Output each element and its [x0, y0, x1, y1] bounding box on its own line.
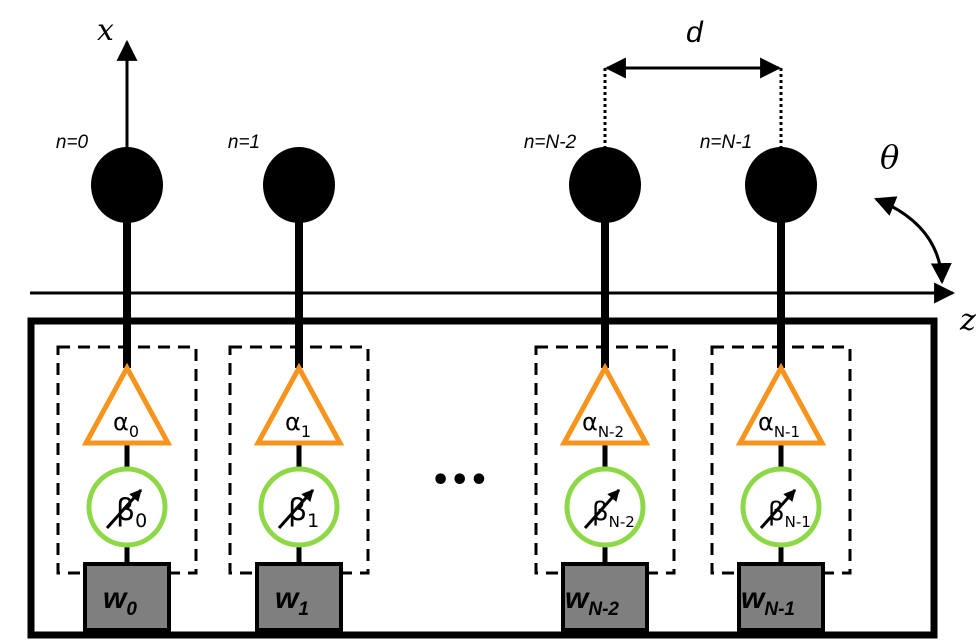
- amplifier-triangle-icon: [81, 362, 173, 446]
- array-element-2: n=N-2 αN-2 βN-2 wN-2: [524, 132, 676, 632]
- z-axis-label: z: [959, 303, 976, 338]
- weight-box: [737, 562, 825, 632]
- tunable-arrow-icon: [105, 488, 143, 530]
- element-module-box: [534, 345, 676, 575]
- beta-label: β1: [288, 493, 319, 532]
- theta-arc: [874, 196, 952, 285]
- beta-label: βN-1: [768, 497, 811, 531]
- weight-box: [83, 562, 171, 632]
- feed-network-box: [27, 317, 938, 639]
- weight-box: [255, 562, 343, 632]
- tunable-arrow-icon: [583, 488, 621, 530]
- weight-label: w1: [275, 582, 309, 620]
- antenna-element-icon: [263, 147, 335, 223]
- element-index-label: n=N-1: [700, 132, 752, 153]
- antenna-element-icon: [569, 147, 641, 223]
- tunable-arrow-icon: [277, 488, 315, 530]
- element-index-label: n=1: [228, 132, 260, 153]
- weight-box: [561, 562, 649, 632]
- weight-label: wN-1: [741, 582, 795, 620]
- antenna-element-icon: [745, 147, 817, 223]
- element-index-label: n=N-2: [524, 132, 577, 153]
- amplifier-triangle-icon: [253, 362, 345, 446]
- element-module-box: [710, 345, 852, 575]
- weight-label: w0: [103, 582, 137, 620]
- element-module-box: [228, 345, 370, 575]
- amplifier-triangle-icon: [559, 362, 651, 446]
- array-element-0: n=0 α0 β0 w0: [56, 132, 198, 632]
- array-element-1: n=1 α1 β1 w1: [228, 132, 370, 632]
- ellipsis: •••: [431, 463, 489, 498]
- tunable-arrow-icon: [759, 488, 797, 530]
- alpha-label: α0: [113, 408, 139, 441]
- alpha-label: αN-1: [758, 408, 800, 441]
- spacing-label: d: [686, 16, 704, 49]
- x-axis-label: x: [97, 13, 114, 48]
- amplifier-triangle-icon: [735, 362, 827, 446]
- element-index-label: n=0: [56, 132, 89, 153]
- antenna-element-icon: [91, 147, 163, 223]
- alpha-label: α1: [285, 408, 311, 441]
- array-element-3: n=N-1 αN-1 βN-1 wN-1: [700, 132, 852, 632]
- theta-label: θ: [880, 138, 899, 176]
- beta-label: β0: [116, 493, 147, 532]
- alpha-label: αN-2: [582, 408, 624, 441]
- beta-label: βN-2: [592, 497, 635, 531]
- element-module-box: [56, 345, 198, 575]
- weight-label: wN-2: [565, 582, 619, 620]
